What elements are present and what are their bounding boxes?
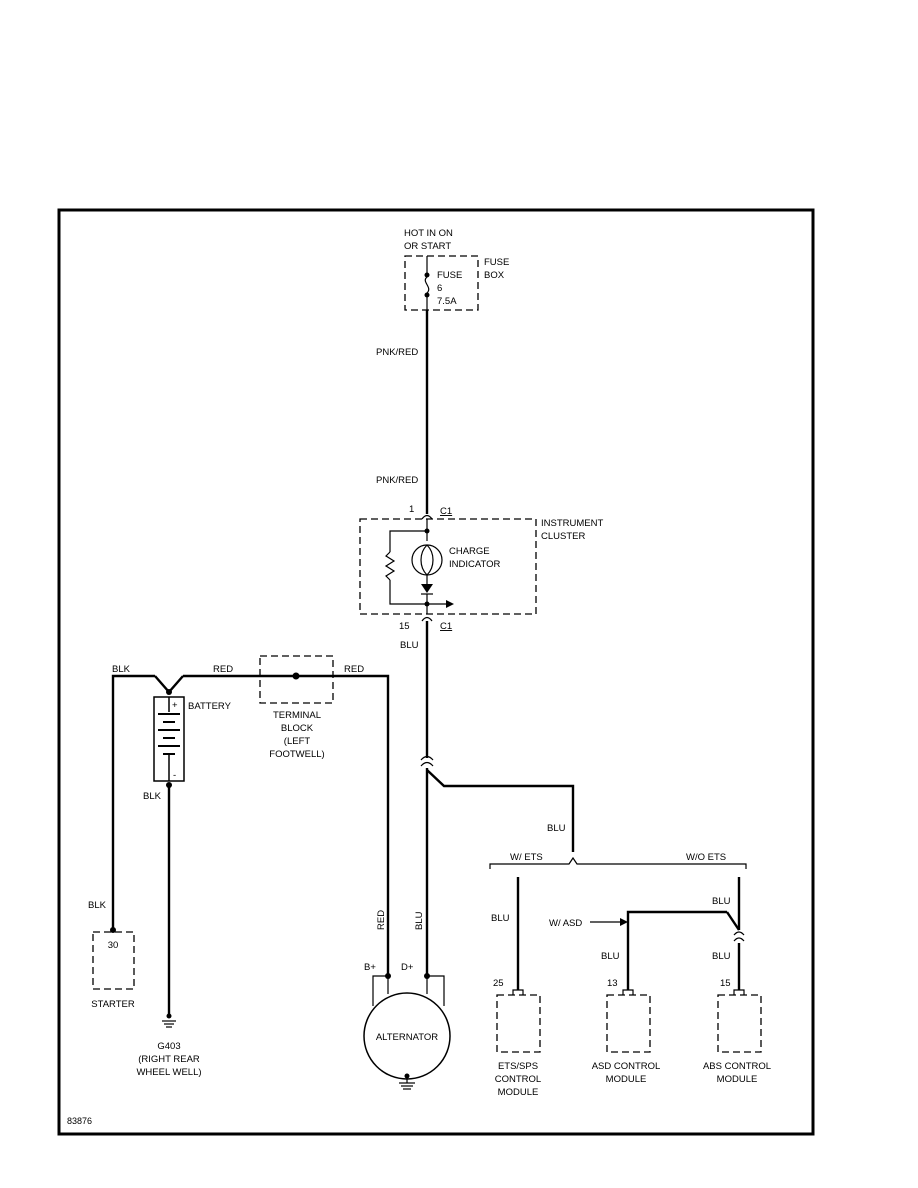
- abs-splice-icon: [733, 931, 745, 942]
- blu-branch-wire: [426, 769, 575, 852]
- terminal-block: TERMINAL BLOCK (LEFT FOOTWELL): [259, 655, 334, 760]
- fuse-box-outline: [404, 255, 479, 311]
- charge-indicator-label-2: INDICATOR: [449, 559, 501, 570]
- asd-module-label-2: MODULE: [606, 1074, 647, 1085]
- fuse-icon: [424, 276, 430, 294]
- battery-plus: +: [172, 700, 178, 711]
- asd-control-module: W/ ASD BLU 13 ASD CONTROL MODULE: [549, 910, 727, 1085]
- abs-control-module: BLU BLU 15 ABS CONTROL MODULE: [703, 877, 771, 1085]
- blu-label-abs-bottom: BLU: [712, 951, 731, 962]
- red-label-right: RED: [344, 664, 364, 675]
- ets-module-label-3: MODULE: [498, 1087, 539, 1098]
- cluster-pin-top: 1: [409, 504, 414, 515]
- ets-module-outline: [496, 994, 541, 1053]
- pnk-red-label-1: PNK/RED: [376, 347, 418, 358]
- abs-module-outline: [717, 994, 762, 1053]
- blk-starter-wire: [111, 674, 155, 930]
- asd-module-pin: 13: [607, 978, 618, 989]
- fuse-box-label-2: BOX: [484, 270, 505, 281]
- terminal-block-label-3: (LEFT: [284, 736, 311, 747]
- without-ets-label: W/O ETS: [686, 852, 726, 863]
- splice-connector-icon: [420, 755, 434, 767]
- instrument-cluster-label-1: INSTRUMENT: [541, 518, 603, 529]
- blk-label-top: BLK: [112, 664, 131, 675]
- blu-label-branch: BLU: [547, 823, 566, 834]
- charge-indicator-label-1: CHARGE: [449, 546, 490, 557]
- ground-g403: G403 (RIGHT REAR WHEEL WELL): [136, 1013, 202, 1078]
- battery-label: BATTERY: [188, 701, 232, 712]
- alternator: B+ D+ ALTERNATOR: [363, 962, 451, 1090]
- instrument-cluster-label-2: CLUSTER: [541, 531, 585, 542]
- asd-arrow-icon: [620, 918, 628, 926]
- arrow-icon: [446, 600, 454, 608]
- options-bracket: [489, 856, 747, 869]
- figure-number: 83876: [67, 1116, 92, 1126]
- red-label-left: RED: [213, 664, 233, 675]
- starter-label: STARTER: [91, 999, 135, 1010]
- cluster-connector-top: C1: [440, 506, 452, 517]
- hot-in-on-label: HOT IN ON: [404, 228, 453, 239]
- ets-module-label-2: CONTROL: [495, 1074, 541, 1085]
- alternator-label: ALTERNATOR: [376, 1032, 438, 1043]
- ground-symbol-icon: [162, 1020, 176, 1028]
- blu-label-ets: BLU: [491, 913, 510, 924]
- ground-label-1: G403: [157, 1041, 180, 1052]
- alternator-d-plus: D+: [401, 962, 414, 973]
- terminal-block-label-1: TERMINAL: [273, 710, 321, 721]
- fuse-box-label-1: FUSE: [484, 257, 509, 268]
- cluster-connector-bottom: C1: [440, 621, 452, 632]
- starter: 30 STARTER: [91, 927, 135, 1010]
- fuse-rating: 7.5A: [437, 296, 457, 307]
- abs-module-pin: 15: [720, 978, 731, 989]
- resistor-icon: [384, 551, 396, 581]
- fuse-number: 6: [437, 283, 442, 294]
- ground-label-3: WHEEL WELL): [136, 1067, 201, 1078]
- connector-c1-bottom-icon: [421, 616, 433, 622]
- blk-label-battery: BLK: [143, 791, 162, 802]
- cluster-pin-bottom: 15: [399, 621, 410, 632]
- terminal-block-label-2: BLOCK: [281, 723, 314, 734]
- ets-sps-control-module: BLU 25 ETS/SPS CONTROL MODULE: [491, 877, 541, 1098]
- blu-label-cluster: BLU: [400, 640, 419, 651]
- ets-module-pin: 25: [493, 978, 504, 989]
- abs-module-label-2: MODULE: [717, 1074, 758, 1085]
- ground-label-2: (RIGHT REAR: [138, 1054, 200, 1065]
- starter-pin: 30: [108, 940, 119, 951]
- red-label-alternator: RED: [376, 910, 387, 930]
- blk-label-starter: BLK: [88, 900, 107, 911]
- alternator-ground-icon: [399, 1076, 415, 1090]
- red-alternator-wire: [333, 674, 390, 976]
- with-asd-label: W/ ASD: [549, 918, 582, 929]
- blu-label-asd: BLU: [601, 951, 620, 962]
- ets-module-label-1: ETS/SPS: [498, 1061, 538, 1072]
- alternator-b-plus: B+: [364, 962, 376, 973]
- blu-label-alternator: BLU: [414, 911, 425, 930]
- terminal-block-outline: [259, 655, 334, 704]
- starter-outline: [92, 931, 135, 990]
- abs-module-label-1: ABS CONTROL: [703, 1061, 771, 1072]
- instrument-cluster: 1 C1 INSTRUMENT CLUSTER CHARGE INDICATOR…: [359, 504, 603, 632]
- with-ets-label: W/ ETS: [510, 852, 543, 863]
- battery: + - BATTERY: [153, 696, 232, 782]
- connector-c1-top-icon: [421, 514, 433, 520]
- pnk-red-label-2: PNK/RED: [376, 475, 418, 486]
- charge-indicator-lamp-icon: [411, 544, 443, 576]
- fuse-box: HOT IN ON OR START FUSE BOX FUSE 6 7.5A: [404, 228, 509, 311]
- battery-minus: -: [173, 770, 176, 781]
- asd-module-outline: [606, 994, 651, 1053]
- asd-module-label-1: ASD CONTROL: [592, 1061, 661, 1072]
- instrument-cluster-outline: [359, 518, 537, 615]
- diagram-frame: [57, 208, 815, 1136]
- or-start-label: OR START: [404, 241, 451, 252]
- fuse-label: FUSE: [437, 270, 462, 281]
- diode-icon: [421, 584, 433, 593]
- terminal-block-label-4: FOOTWELL): [269, 749, 324, 760]
- blu-label-abs-top: BLU: [712, 896, 731, 907]
